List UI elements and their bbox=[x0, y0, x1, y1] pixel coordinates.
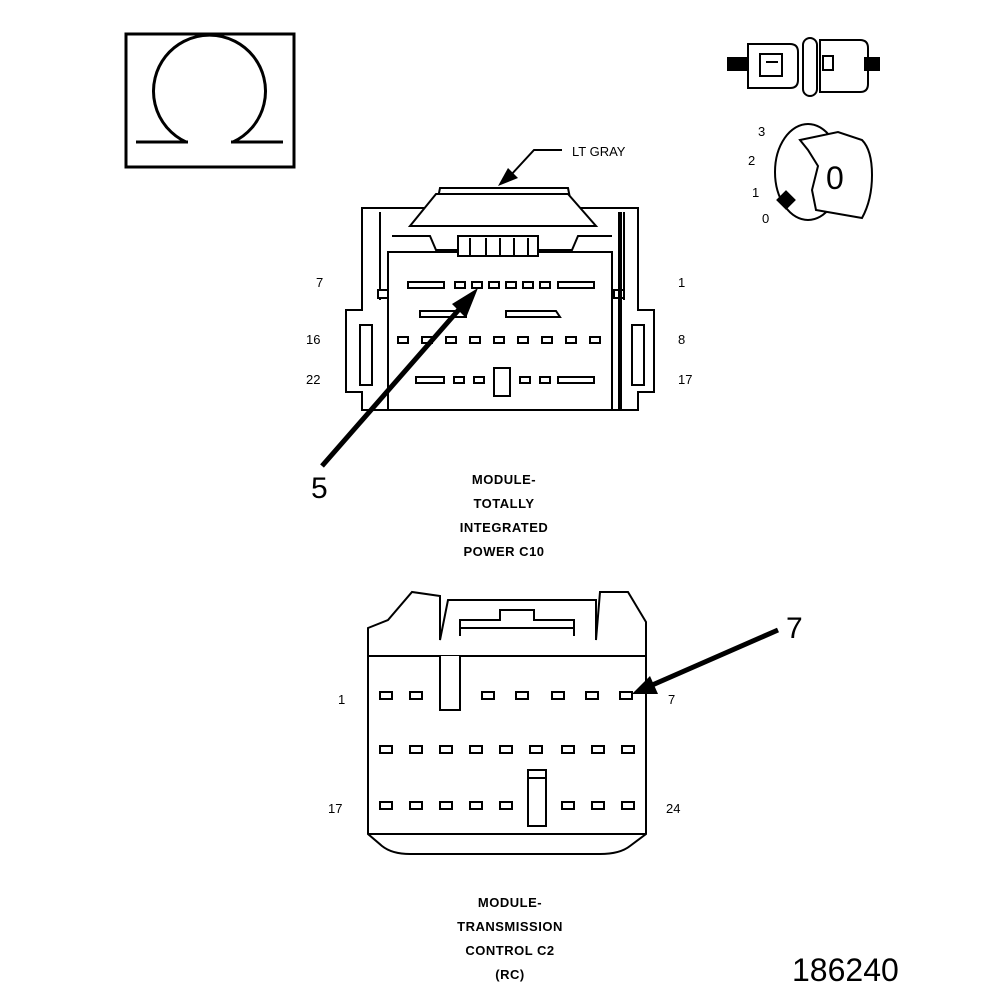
callout-7-arrow bbox=[632, 627, 780, 694]
c2-pin-24: 24 bbox=[666, 801, 681, 816]
c2-cavities bbox=[379, 691, 635, 810]
lt-gray-leader bbox=[498, 149, 562, 186]
c2-pin-17: 17 bbox=[328, 801, 343, 816]
c10-pin-22: 22 bbox=[306, 372, 321, 387]
c10-title-line-3: INTEGRATED bbox=[459, 520, 549, 535]
ignition-position-2: 2 bbox=[748, 153, 756, 168]
c2-title: MODULE- TRANSMISSION CONTROL C2 (RC) bbox=[400, 891, 620, 987]
ignition-key-label: 0 bbox=[826, 160, 844, 196]
c10-title-line-2: TOTALLY bbox=[473, 496, 535, 511]
callout-5-arrow bbox=[320, 288, 478, 468]
c10-pin-8: 8 bbox=[678, 332, 686, 347]
c10-pin-1: 1 bbox=[678, 275, 686, 290]
ignition-position-3: 3 bbox=[758, 124, 766, 139]
c10-title-line-1: MODULE- bbox=[471, 472, 537, 487]
ignition-position-0: 0 bbox=[762, 211, 770, 226]
connector-c2 bbox=[367, 590, 647, 855]
c2-pin-1: 1 bbox=[338, 692, 346, 707]
c2-title-line-1: MODULE- bbox=[477, 895, 543, 910]
callout-5: 5 bbox=[311, 472, 328, 505]
c10-title-line-4: POWER C10 bbox=[463, 544, 545, 559]
c10-color-label: LT GRAY bbox=[572, 144, 626, 159]
figure-number: 186240 bbox=[792, 952, 899, 988]
c10-cavities bbox=[397, 281, 601, 397]
connector-c10 bbox=[345, 187, 655, 411]
ignition-position-1: 1 bbox=[752, 185, 760, 200]
c10-pin-16: 16 bbox=[306, 332, 321, 347]
c10-title: MODULE- TOTALLY INTEGRATED POWER C10 bbox=[394, 468, 614, 564]
connector-disconnect-icon bbox=[727, 37, 880, 97]
callout-7: 7 bbox=[786, 612, 803, 645]
c2-pin-7: 7 bbox=[668, 692, 676, 707]
c2-title-line-4: (RC) bbox=[495, 967, 525, 982]
ohm-meter-icon bbox=[124, 32, 296, 169]
c10-pin-7: 7 bbox=[316, 275, 324, 290]
c10-pin-17: 17 bbox=[678, 372, 693, 387]
c2-title-line-2: TRANSMISSION bbox=[457, 919, 563, 934]
ignition-switch-icon bbox=[774, 123, 874, 221]
c2-title-line-3: CONTROL C2 bbox=[465, 943, 555, 958]
